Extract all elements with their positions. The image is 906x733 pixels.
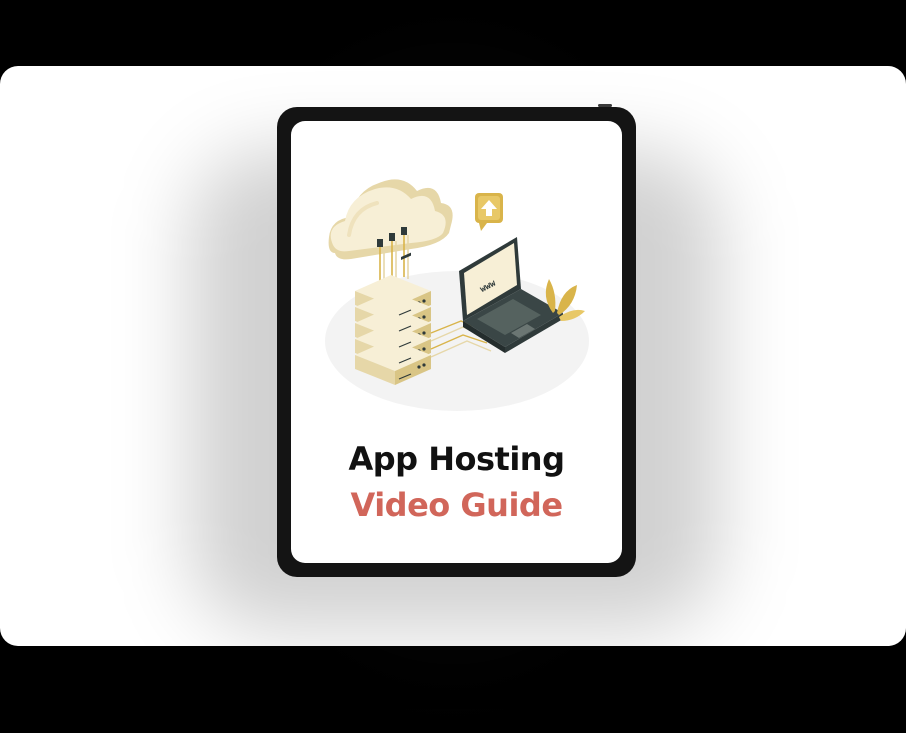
cloud-connectors	[377, 227, 409, 291]
guide-title-line2: Video Guide	[350, 486, 563, 524]
cloud-icon	[328, 179, 453, 260]
plant-icon	[545, 279, 585, 321]
upload-arrow-icon	[475, 193, 503, 231]
guide-title-line1: App Hosting	[348, 440, 565, 478]
server-stack-icon	[355, 252, 431, 385]
laptop-icon: www	[459, 237, 563, 353]
hosting-illustration: www	[325, 179, 589, 411]
tablet-button	[598, 104, 612, 107]
tablet-screen[interactable]: www App Hosting Video Guide	[291, 121, 622, 563]
